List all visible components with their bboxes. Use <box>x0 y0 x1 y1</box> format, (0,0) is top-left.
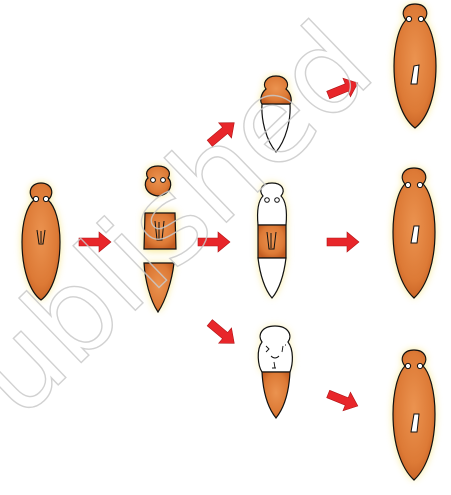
regenerating-head <box>261 76 291 152</box>
new-tissue-body <box>262 104 290 152</box>
arrow-4 <box>324 74 361 105</box>
eye-spot-icon <box>151 178 156 183</box>
arrow-5 <box>327 232 359 252</box>
eye-spot-icon <box>405 363 410 368</box>
old-tissue-middle <box>258 225 286 258</box>
eye-spot-icon <box>418 16 423 21</box>
arrow-mid <box>198 232 230 252</box>
eye-spot-icon <box>161 178 166 183</box>
new-tissue-head <box>258 183 287 225</box>
middle-fragment <box>144 213 176 249</box>
eye-spot-icon <box>275 198 280 203</box>
eye-spot-icon <box>405 182 410 187</box>
eye-spot-icon <box>417 182 422 187</box>
arrow-6 <box>324 385 361 416</box>
arrow-1 <box>79 232 111 252</box>
regenerating-middle <box>258 183 287 298</box>
old-tissue-tail <box>262 372 290 418</box>
old-tissue-head <box>261 76 291 104</box>
regenerating-tail <box>258 326 292 418</box>
tail-fragment <box>144 263 174 312</box>
eye-spot-icon <box>265 198 270 203</box>
cut-pieces <box>144 166 176 312</box>
regenerated-worm-middle <box>393 168 435 298</box>
head-fragment <box>145 166 170 196</box>
new-tissue-tail <box>258 258 286 298</box>
arrow-down <box>203 315 240 351</box>
eye-spot-icon <box>417 363 422 368</box>
arrow-up <box>203 115 240 151</box>
eye-spot-icon <box>406 16 411 21</box>
regenerated-worm-top <box>394 4 436 128</box>
regenerated-worm-bottom <box>393 350 435 480</box>
eye-spot-icon <box>43 196 48 201</box>
eye-spot-icon <box>33 196 38 201</box>
new-tissue-head <box>258 326 292 372</box>
whole-worm <box>22 183 60 300</box>
